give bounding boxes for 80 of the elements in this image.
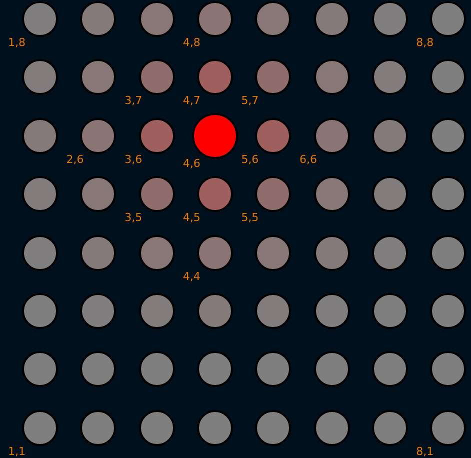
coordinate-label: 3,5 — [124, 211, 142, 224]
circle-marker — [22, 176, 58, 212]
circle-marker — [22, 118, 58, 154]
circle-marker — [314, 1, 350, 37]
circle-marker — [314, 59, 350, 96]
circle-marker — [255, 351, 292, 388]
circle-marker — [255, 234, 292, 271]
coordinate-label: 4,4 — [182, 270, 200, 283]
circle-marker — [22, 1, 58, 37]
circle-marker — [314, 351, 350, 388]
circle-marker — [138, 410, 175, 446]
circle-marker — [430, 351, 466, 388]
circle-marker — [138, 118, 175, 154]
circle-marker — [430, 293, 466, 329]
circle-marker — [80, 118, 116, 154]
circle-marker — [196, 234, 233, 271]
circle-marker — [138, 293, 175, 329]
circle-marker — [372, 1, 408, 37]
circle-marker — [372, 176, 408, 212]
coordinate-label: 3,7 — [124, 94, 142, 108]
circle-marker — [138, 351, 175, 388]
coordinate-label: 5,5 — [241, 211, 259, 224]
coordinate-label: 5,6 — [241, 152, 259, 166]
circle-marker — [138, 176, 175, 212]
circle-marker — [22, 59, 58, 96]
circle-marker — [372, 293, 408, 329]
coordinate-label: 2,6 — [66, 152, 84, 166]
circle-marker — [255, 1, 292, 37]
circle-marker — [80, 59, 116, 96]
circle-marker — [314, 410, 350, 446]
circle-marker — [430, 118, 466, 154]
circle-marker — [430, 234, 466, 271]
coordinate-label: 4,6 — [182, 156, 200, 170]
circle-marker — [314, 176, 350, 212]
circle-marker — [138, 1, 175, 37]
circle-marker — [196, 176, 233, 212]
circle-marker — [372, 118, 408, 154]
circle-marker — [430, 410, 466, 446]
circle-marker — [80, 351, 116, 388]
coordinate-label: 1,8 — [8, 36, 26, 49]
circle-marker — [80, 176, 116, 212]
circle-marker — [255, 410, 292, 446]
circle-marker — [255, 118, 292, 154]
circle-marker — [430, 1, 466, 37]
circle-marker — [138, 234, 175, 271]
coordinate-label: 3,6 — [124, 152, 142, 166]
circle-marker — [255, 176, 292, 212]
circle-marker — [80, 234, 116, 271]
circle-marker — [430, 176, 466, 212]
circle-marker — [22, 234, 58, 271]
circle-marker — [22, 351, 58, 388]
circle-marker — [314, 293, 350, 329]
circle-marker — [196, 351, 233, 388]
circle-marker — [80, 293, 116, 329]
coordinate-label: 8,1 — [416, 444, 434, 458]
coordinate-label: 6,6 — [300, 152, 317, 166]
circle-marker — [22, 410, 58, 446]
coordinate-label: 4,5 — [182, 211, 200, 224]
circle-marker — [196, 293, 233, 329]
circle-marker — [255, 59, 292, 96]
circle-marker — [430, 59, 466, 96]
circle-marker — [372, 351, 408, 388]
coordinate-label: 4,7 — [182, 94, 200, 108]
coordinate-label: 8,8 — [416, 36, 434, 49]
circle-marker — [372, 410, 408, 446]
circle-marker — [22, 293, 58, 329]
circle-marker — [314, 118, 350, 154]
circle-marker — [314, 234, 350, 271]
circle-marker — [196, 1, 233, 37]
coordinate-label: 1,1 — [8, 444, 26, 458]
circle-marker — [196, 59, 233, 96]
circle-marker — [80, 410, 116, 446]
circle-marker — [138, 59, 175, 96]
circle-marker — [80, 1, 116, 37]
circle-marker — [255, 293, 292, 329]
coordinate-label: 5,7 — [241, 94, 259, 108]
coordinate-label: 4,8 — [182, 36, 200, 49]
circle-marker — [372, 59, 408, 96]
circle-marker — [196, 410, 233, 446]
circle-marker — [372, 234, 408, 271]
